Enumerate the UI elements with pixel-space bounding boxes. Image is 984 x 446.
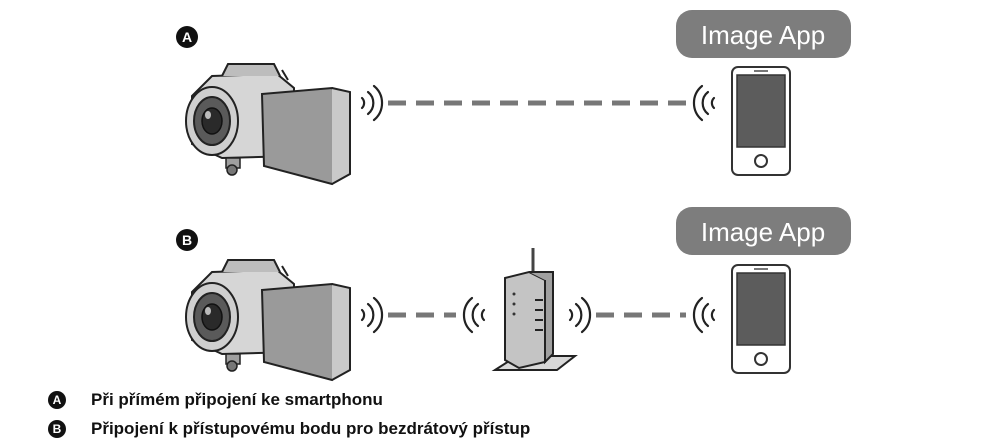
legend-badge-a: A [48, 391, 66, 409]
badge-b: B [176, 229, 198, 251]
legend-badge-b: B [48, 420, 66, 438]
legend-text-a: Při přímém připojení ke smartphonu [91, 390, 383, 409]
svg-text:A: A [182, 29, 192, 45]
router-icon [493, 246, 577, 372]
wifi-signal-icon [360, 296, 384, 334]
scenario-a: A Image App [176, 10, 851, 185]
svg-text:B: B [182, 232, 192, 248]
legend-item-b: B Připojení k přístupovému bodu pro bezd… [48, 419, 530, 439]
badge-a: A [176, 26, 198, 48]
smartphone-icon [731, 264, 791, 374]
scenario-b: B Image App [176, 207, 851, 381]
image-app-pill-a: Image App [676, 10, 851, 58]
image-app-label-b: Image App [701, 217, 825, 247]
smartphone-icon [731, 66, 791, 176]
wifi-signal-icon [462, 296, 486, 334]
image-app-label-a: Image App [701, 20, 825, 50]
wifi-signal-icon [360, 84, 384, 122]
camcorder-icon [185, 63, 351, 185]
wifi-signal-icon [692, 84, 716, 122]
camcorder-icon [185, 259, 351, 381]
wifi-signal-icon [692, 296, 716, 334]
legend-text-b: Připojení k přístupovému bodu pro bezdrá… [91, 419, 531, 438]
wifi-signal-icon [568, 296, 592, 334]
image-app-pill-b: Image App [676, 207, 851, 255]
legend-item-a: A Při přímém připojení ke smartphonu [48, 390, 383, 410]
